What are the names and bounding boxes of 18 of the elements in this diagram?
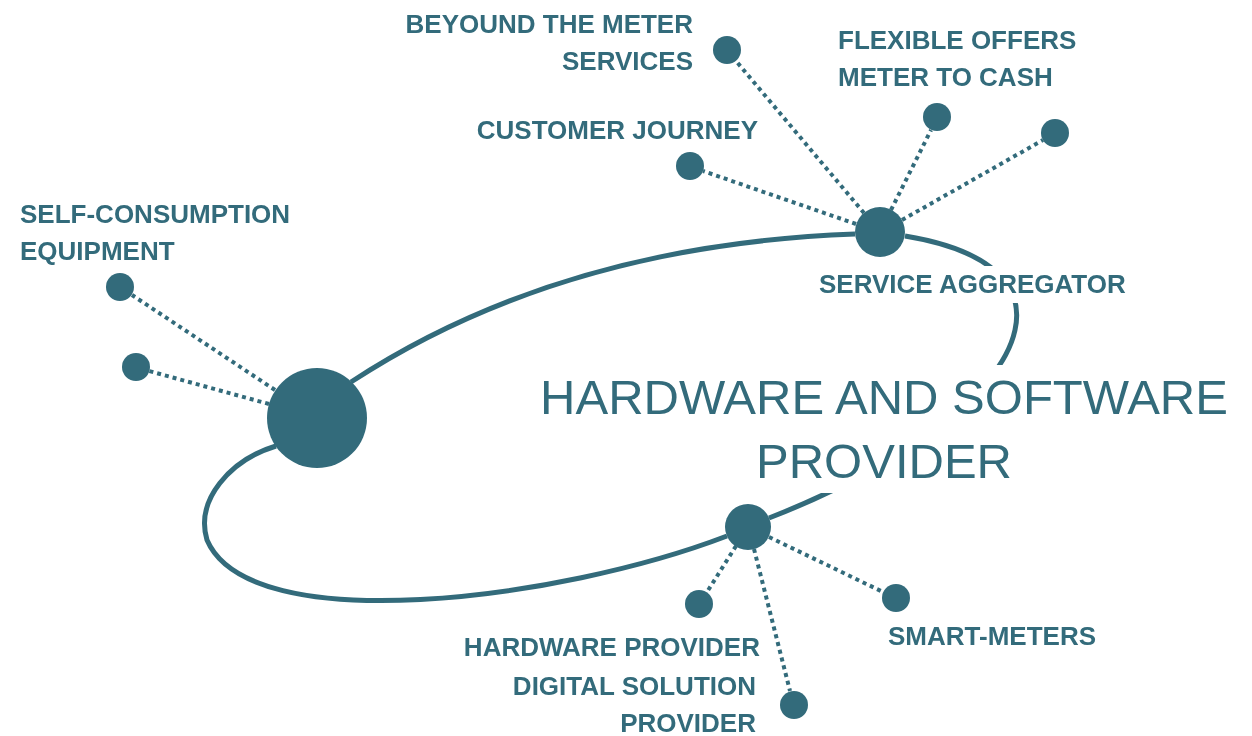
dotted-connector [734, 59, 866, 215]
dotted-connector [705, 544, 738, 594]
orbit-line [349, 231, 856, 385]
service-label: BEYOUND THE METER SERVICES [404, 8, 693, 78]
dotted-connector [889, 129, 933, 211]
service-label: FLEXIBLE OFFERS METER TO CASH [838, 24, 1078, 94]
dotted-connector [130, 293, 277, 392]
dotted-connector [148, 369, 270, 406]
service-label: SELF-CONSUMPTION EQUIPMENT [20, 198, 292, 268]
dotted-connector [901, 138, 1044, 222]
service-label: SMART-METERS [888, 620, 1096, 653]
service-label: DIGITAL SOLUTION PROVIDER [511, 670, 756, 736]
dotted-connector [702, 169, 857, 226]
service-label: CUSTOMER JOURNEY [475, 114, 758, 147]
service-label: HARDWARE PROVIDER [462, 631, 760, 664]
dotted-connector [768, 535, 884, 594]
orbit-line [202, 443, 728, 603]
dotted-connector [752, 548, 792, 692]
